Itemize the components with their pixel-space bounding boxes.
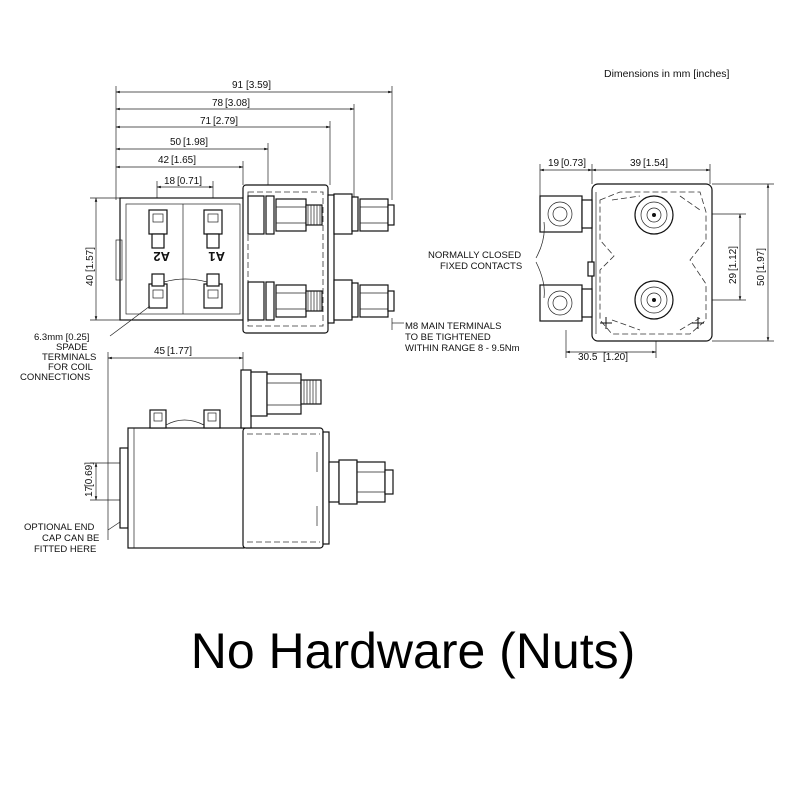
- side-stud-upper: [240, 369, 322, 429]
- dim-71-in: [2.79]: [213, 116, 238, 127]
- dim-50-mm: 50: [170, 137, 182, 148]
- horizontal-dimensions: [115, 86, 393, 215]
- dim-50-end: 50 [1.97]: [712, 183, 774, 342]
- dim-42-in: [1.65]: [171, 155, 196, 166]
- end-stud-upper: [539, 195, 593, 233]
- side-view: 45 [1.77] 17 [0.69]: [24, 346, 394, 555]
- coil-housing-top: A2 A1: [115, 197, 247, 321]
- dim-50-in: [1.98]: [183, 137, 208, 148]
- note-endcap-line-3: FITTED HERE: [34, 544, 96, 555]
- mounting-hole-right: [692, 317, 704, 329]
- dim-17: 17 [0.69]: [84, 462, 120, 501]
- main-terminal-upper-face: [634, 195, 674, 235]
- note-spade-line-1: 6.3mm [0.25]: [34, 332, 89, 343]
- note-endcap-line-1: OPTIONAL END: [24, 522, 95, 533]
- dim-40: 40 [1.57]: [85, 197, 122, 321]
- dim-39: 39 [1.54]: [591, 158, 711, 184]
- note-spade-line-3: TERMINALS: [42, 352, 96, 363]
- contact-housing-side: [242, 427, 330, 549]
- dim-18-mm: 18: [164, 176, 176, 187]
- note-normally-closed: NORMALLY CLOSED FIXED CONTACTS: [428, 221, 545, 299]
- dim-78-in: [3.08]: [225, 98, 250, 109]
- dim-78: 78 [3.08]: [212, 98, 250, 109]
- units-note: Dimensions in mm [inches]: [604, 68, 730, 80]
- dim-17-mm: 17: [84, 485, 95, 497]
- main-terminal-stud-upper: [247, 193, 395, 235]
- dim-18-in: [0.71]: [177, 176, 202, 187]
- side-stud-lower: [328, 459, 394, 505]
- main-terminal-stud-lower: [247, 279, 395, 321]
- note-main-line-2: TO BE TIGHTENED: [405, 332, 491, 343]
- note-main-terminals: M8 MAIN TERMINALS TO BE TIGHTENED WITHIN…: [391, 318, 520, 354]
- dim-91-mm: 91: [232, 80, 244, 91]
- dim-40-in: [1.57]: [85, 247, 96, 272]
- spade-terminal-a2-lower: [148, 273, 168, 309]
- note-endcap-line-2: CAP CAN BE: [42, 533, 99, 544]
- dim-91: 91 [3.59]: [232, 80, 271, 91]
- spade-terminal-a1-lower: [203, 273, 223, 309]
- note-spade-line-5: CONNECTIONS: [20, 372, 90, 383]
- dim-29-in: [1.12]: [728, 246, 739, 271]
- spade-terminal-a1-upper: [203, 209, 223, 249]
- dim-50-end-mm: 50: [756, 274, 767, 286]
- dim-30-in: [1.20]: [603, 352, 628, 363]
- end-housing: [591, 183, 713, 342]
- dim-19-in: [0.73]: [561, 158, 586, 169]
- note-nc-line-2: FIXED CONTACTS: [440, 261, 522, 272]
- end-stud-lower: [539, 284, 593, 322]
- coil-housing-side: [119, 409, 245, 549]
- note-main-line-1: M8 MAIN TERMINALS: [405, 321, 501, 332]
- dim-42: 42 [1.65]: [158, 155, 196, 166]
- dim-50-end-in: [1.97]: [756, 248, 767, 273]
- top-view: 91 [3.59] 78 [3.08] 71 [2.79] 50 [1.98] …: [20, 80, 520, 383]
- note-spade-line-2: SPADE: [56, 342, 88, 353]
- dim-29-mm: 29: [728, 272, 739, 284]
- dim-71: 71 [2.79]: [200, 116, 238, 127]
- dim-71-mm: 71: [200, 116, 212, 127]
- dim-30-mm: 30.5: [578, 352, 598, 363]
- caption-no-hardware: No Hardware (Nuts): [190, 623, 636, 679]
- coil-spade-end: [587, 261, 595, 277]
- end-view: 19 [0.73] 39 [1.54] 29 [1.12] 50 [1.97]: [428, 158, 774, 363]
- dim-18: 18 [0.71]: [164, 176, 202, 187]
- dim-17-in: [0.69]: [84, 462, 95, 487]
- dim-42-mm: 42: [158, 155, 170, 166]
- note-main-line-3: WITHIN RANGE 8 - 9.5Nm: [405, 343, 520, 354]
- note-end-cap: OPTIONAL END CAP CAN BE FITTED HERE: [24, 521, 121, 555]
- dim-40-mm: 40: [85, 274, 96, 286]
- dim-45-mm: 45: [154, 346, 166, 357]
- dim-50: 50 [1.98]: [170, 137, 208, 148]
- dim-45-in: [1.77]: [167, 346, 192, 357]
- note-spade-line-4: FOR COIL: [48, 362, 93, 373]
- coil-label-a2: A2: [153, 249, 170, 264]
- spade-terminal-a2-upper: [148, 209, 168, 249]
- dim-91-in: [3.59]: [246, 80, 271, 91]
- note-nc-line-1: NORMALLY CLOSED: [428, 250, 521, 261]
- dim-19-mm: 19: [548, 158, 560, 169]
- dim-78-mm: 78: [212, 98, 224, 109]
- coil-label-a1: A1: [208, 249, 225, 264]
- dim-39-mm: 39: [630, 158, 642, 169]
- mounting-hole-left: [600, 317, 612, 329]
- main-terminal-lower-face: [634, 280, 674, 320]
- dim-39-in: [1.54]: [643, 158, 668, 169]
- note-spade-terminals: 6.3mm [0.25] SPADE TERMINALS FOR COIL CO…: [20, 305, 151, 383]
- dim-45: 45 [1.77]: [107, 346, 244, 540]
- dim-19: 19 [0.73]: [539, 158, 593, 196]
